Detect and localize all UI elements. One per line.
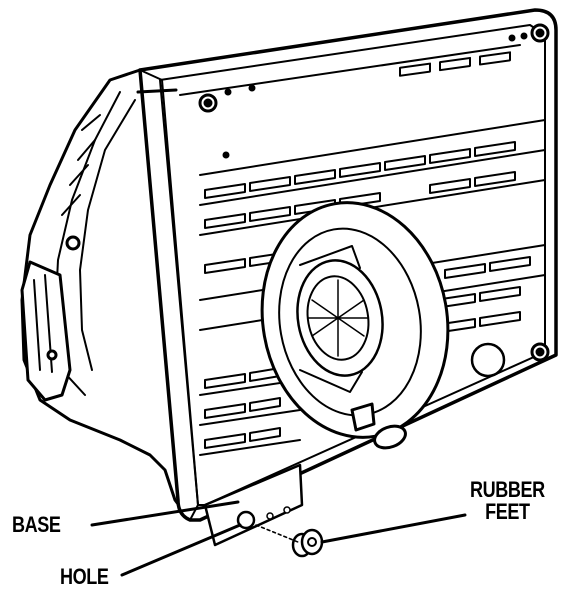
foot-alignment-dash	[255, 524, 299, 543]
grille-row-1	[399, 51, 511, 77]
base-hole	[236, 510, 256, 530]
base-plate	[203, 463, 304, 547]
rubber-feet-label: RUBBER FEET	[470, 479, 545, 523]
hole-label: HOLE	[60, 564, 109, 589]
rubber-foot	[291, 528, 324, 558]
hole-leader	[120, 523, 242, 577]
rubber-feet-label-line1: RUBBER	[470, 477, 545, 502]
panel-screws	[198, 23, 550, 378]
leader-lines	[90, 500, 467, 577]
rubber-feet-label-line2: FEET	[485, 499, 530, 524]
base-leader	[90, 500, 240, 527]
blower-assembly	[260, 201, 450, 450]
rubber-feet-leader	[320, 513, 467, 544]
side-housing	[20, 68, 192, 522]
base-label: BASE	[12, 512, 61, 537]
